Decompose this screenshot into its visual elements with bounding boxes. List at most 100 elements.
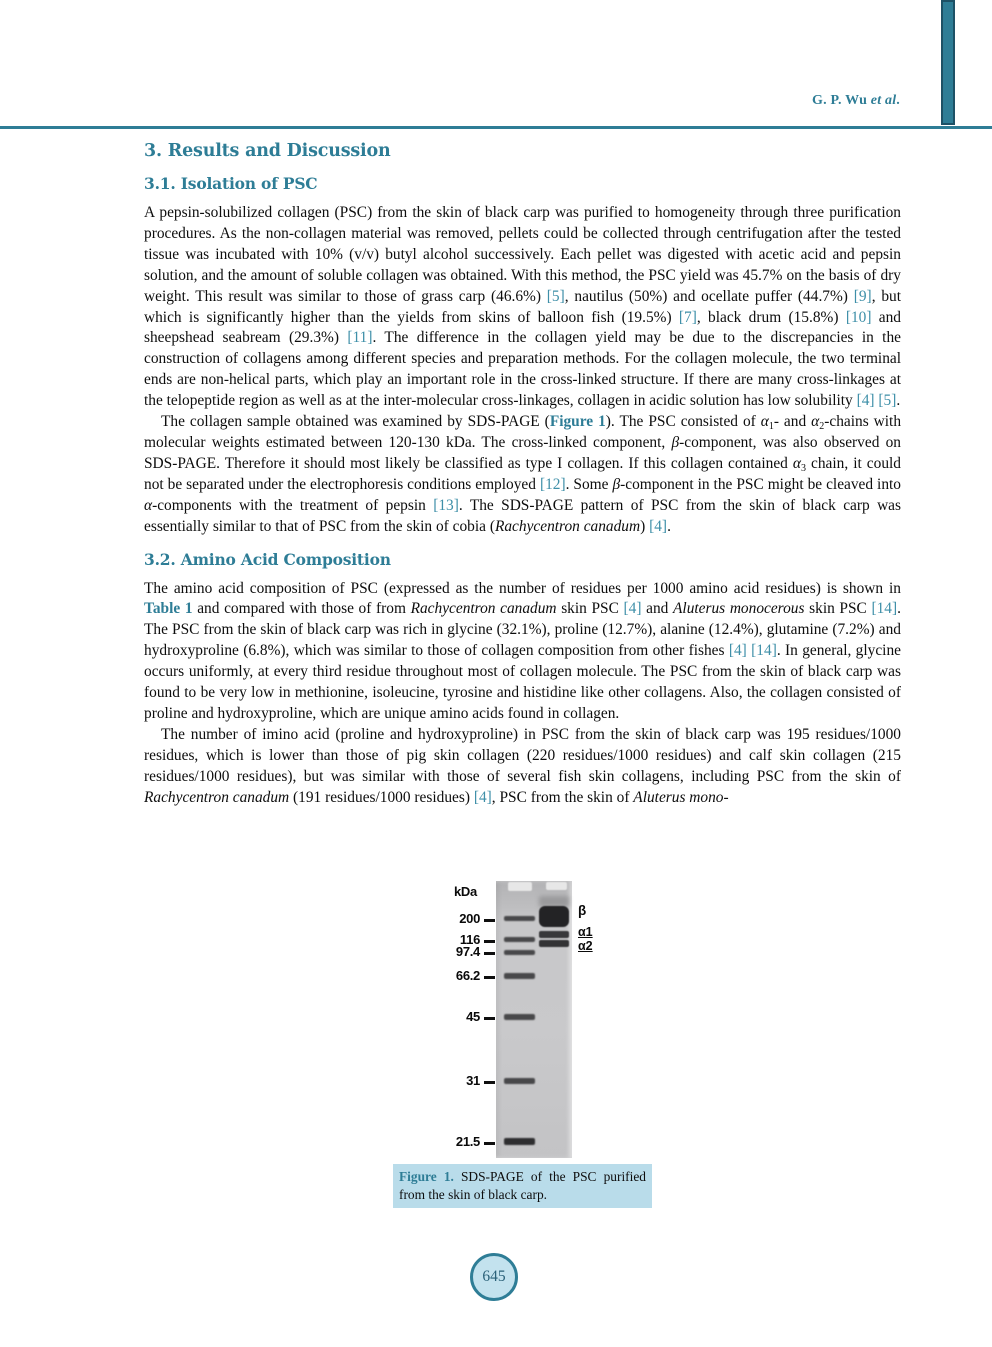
citation-link[interactable]: [5] bbox=[546, 287, 565, 305]
figure-caption-text: SDS-PAGE of the PSC purified from the sk… bbox=[399, 1169, 646, 1202]
text-run: -chains with molecular weights estimated… bbox=[144, 413, 902, 451]
text-run: and sheepshead seabream (29.3%) bbox=[144, 308, 902, 347]
text-run: , nautilus (50%) and ocellate puffer (44… bbox=[564, 287, 854, 305]
citation-link[interactable]: [4] bbox=[649, 517, 668, 535]
citation-link[interactable]: [11] bbox=[347, 329, 373, 347]
beta-band bbox=[539, 906, 569, 927]
marker-tick bbox=[484, 919, 495, 922]
text-run: -component in the PSC might be cleaved i… bbox=[620, 475, 901, 493]
text-run: Rachycentron canadum bbox=[494, 517, 641, 535]
text-run: chain, it could not be separated under t… bbox=[144, 454, 902, 493]
paragraph-amino-2: The number of imino acid (proline and hy… bbox=[144, 725, 901, 809]
text-run: Rachycentron canadum bbox=[144, 788, 290, 806]
ladder-band-200 bbox=[504, 916, 535, 921]
citation-link[interactable]: [7] bbox=[678, 308, 697, 326]
alpha1-label: α1 bbox=[578, 925, 593, 939]
cross-reference[interactable]: Table 1 bbox=[144, 600, 193, 618]
text-run: and bbox=[641, 600, 674, 618]
marker-tick bbox=[484, 1081, 495, 1084]
text-run: Rachycentron canadum bbox=[410, 600, 557, 618]
text-run: α bbox=[792, 454, 801, 472]
text-run: 1 bbox=[768, 421, 774, 433]
text-run: . In general, glycine occurs uniformly, … bbox=[144, 642, 901, 722]
marker-label-45: 45 bbox=[466, 1009, 480, 1024]
text-run: G. P. Wu bbox=[812, 93, 871, 108]
text-run: -component, was also observed on SDS-PAG… bbox=[144, 433, 901, 472]
text-run: skin PSC bbox=[804, 600, 872, 618]
text-run: β bbox=[671, 433, 680, 451]
text-run: . bbox=[896, 392, 901, 410]
text-run: α bbox=[760, 413, 769, 431]
citation-link[interactable]: [10] bbox=[845, 308, 872, 326]
header-rule bbox=[0, 126, 992, 129]
citation-link[interactable]: [9] bbox=[853, 287, 872, 305]
page-number: 645 bbox=[482, 1268, 506, 1285]
text-run: The number of imino acid (proline and hy… bbox=[144, 725, 901, 785]
alpha2-label: α2 bbox=[578, 939, 593, 953]
text-run: The amino acid composition of PSC (expre… bbox=[144, 579, 901, 597]
text-run: and compared with those of from bbox=[192, 600, 411, 618]
citation-link[interactable]: [4] bbox=[728, 642, 747, 660]
ladder-band-45 bbox=[504, 1014, 535, 1020]
figure-caption: Figure 1. SDS-PAGE of the PSC purified f… bbox=[393, 1164, 652, 1208]
text-run: The collagen sample obtained was examine… bbox=[161, 413, 550, 431]
cross-reference[interactable]: Figure 1 bbox=[549, 413, 606, 431]
text-run: . The SDS-PAGE pattern of PSC from the s… bbox=[144, 496, 901, 535]
text-run: 2 bbox=[819, 421, 825, 433]
text-run: . Some bbox=[565, 475, 613, 493]
marker-tick bbox=[484, 976, 495, 979]
text-run: , but which is significantly higher than… bbox=[144, 287, 901, 326]
gel-image bbox=[496, 881, 572, 1158]
citation-link[interactable]: [4] bbox=[623, 600, 642, 618]
marker-label-21: 21.5 bbox=[455, 1134, 480, 1149]
marker-label-116: 116 bbox=[459, 932, 480, 947]
marker-label-66: 66.2 bbox=[455, 968, 480, 983]
ladder-band-116 bbox=[504, 937, 535, 942]
text-run: α bbox=[144, 496, 153, 514]
gel-well bbox=[546, 882, 567, 890]
citation-link[interactable]: [4] bbox=[856, 392, 875, 410]
text-run: Aluterus mono- bbox=[633, 788, 729, 806]
page-number-badge: 645 bbox=[470, 1253, 518, 1301]
paragraph-isolation-2: The collagen sample obtained was examine… bbox=[144, 412, 901, 537]
text-run: et al bbox=[870, 93, 897, 108]
header-corner-bar bbox=[941, 0, 955, 125]
ladder-band-21 bbox=[504, 1138, 535, 1145]
text-run: Aluterus monocerous bbox=[673, 600, 805, 618]
section-title-results: 3. Results and Discussion bbox=[144, 141, 391, 161]
text-run: A pepsin-solubilized collagen (PSC) from… bbox=[144, 204, 901, 305]
figure-1-sds-page: kDa bbox=[0, 878, 992, 1218]
alpha2-band bbox=[539, 940, 569, 947]
citation-link[interactable]: [4] bbox=[473, 788, 492, 806]
text-column: 3. Results and Discussion 3.1. Isolation… bbox=[144, 138, 901, 808]
marker-label-97: 97.4 bbox=[455, 944, 480, 959]
marker-tick bbox=[484, 952, 495, 955]
text-run: . bbox=[896, 93, 900, 108]
alpha1-band bbox=[539, 931, 569, 938]
text-run: ) bbox=[640, 517, 650, 535]
citation-link[interactable]: [5] bbox=[878, 392, 897, 410]
text-run: 3 bbox=[801, 462, 806, 474]
marker-label-200: 200 bbox=[459, 911, 480, 926]
text-run: ). The PSC consisted of bbox=[605, 413, 761, 431]
text-run: . The PSC from the skin of black carp wa… bbox=[144, 600, 901, 660]
marker-tick bbox=[484, 1142, 495, 1145]
text-run: skin PSC bbox=[556, 600, 624, 618]
beta-label: β bbox=[578, 903, 587, 918]
citation-link[interactable]: [14] bbox=[871, 600, 898, 618]
marker-tick bbox=[484, 940, 495, 943]
paragraph-amino-1: The amino acid composition of PSC (expre… bbox=[144, 579, 901, 725]
citation-link[interactable]: [12] bbox=[539, 475, 566, 493]
text-run: α bbox=[811, 413, 820, 431]
gel-units-label: kDa bbox=[454, 884, 477, 899]
citation-link[interactable]: [14] bbox=[751, 642, 777, 660]
text-run: β bbox=[612, 475, 621, 493]
text-run: , black drum (15.8%) bbox=[696, 308, 846, 326]
marker-label-31: 31 bbox=[466, 1073, 480, 1088]
ladder-band-31 bbox=[504, 1078, 535, 1084]
gel-well bbox=[508, 882, 532, 891]
text-run: , PSC from the skin of bbox=[491, 788, 634, 806]
running-head: G. P. Wu et al. bbox=[812, 93, 900, 109]
citation-link[interactable]: [13] bbox=[433, 496, 459, 514]
